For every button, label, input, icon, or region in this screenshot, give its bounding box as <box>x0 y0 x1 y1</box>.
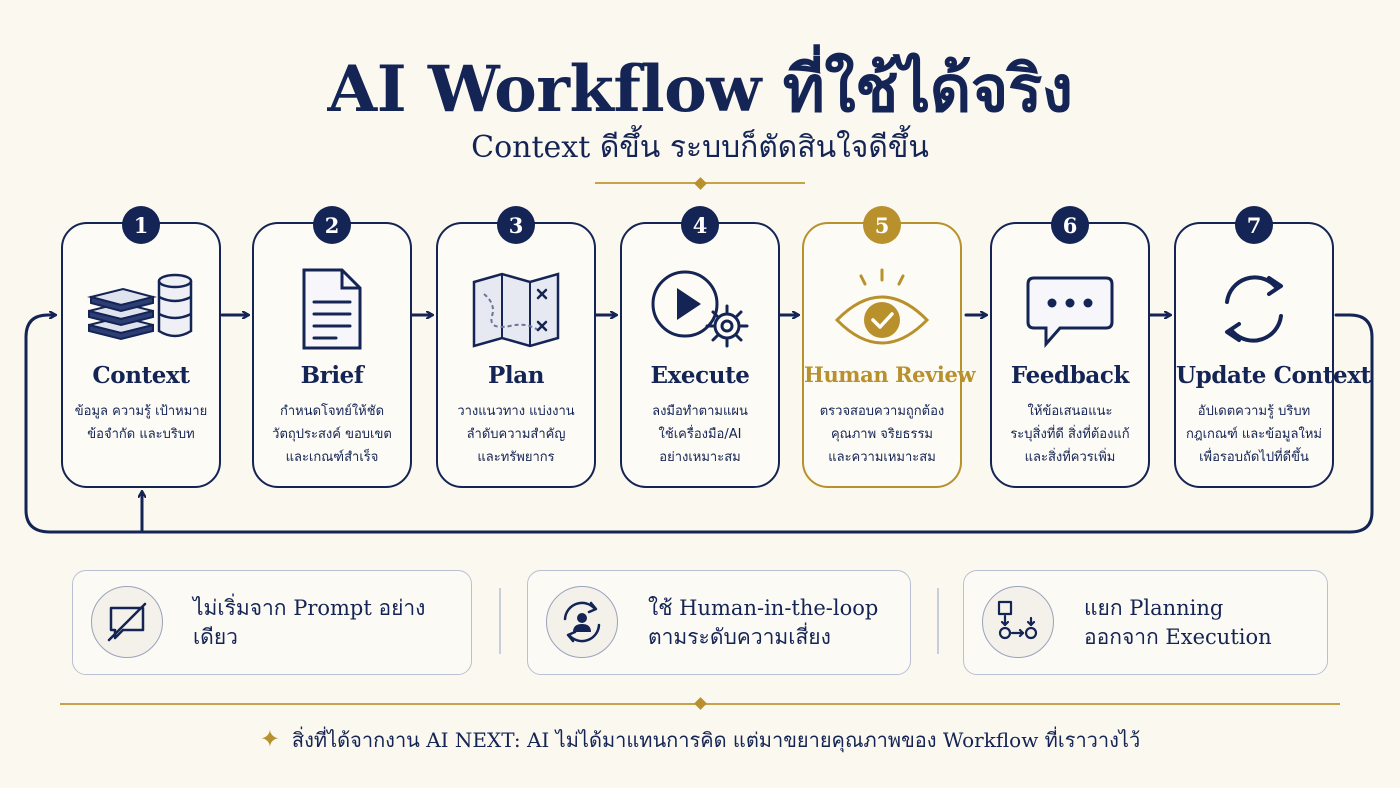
step-feedback: 6 Feedback ให้ข้อเสนอแนะ ระบุสิ่งที่ดี ส… <box>990 206 1150 488</box>
tip-line: ออกจาก Execution <box>1084 624 1272 649</box>
human-loop-icon <box>546 586 618 658</box>
tip-text: ไม่เริ่มจาก Prompt อย่างเดียว <box>193 571 461 674</box>
map-icon <box>438 254 594 364</box>
step-number-badge: 5 <box>863 206 901 244</box>
step-desc-line: และเกณฑ์สำเร็จ <box>285 450 379 465</box>
step-number-badge: 2 <box>313 206 351 244</box>
books-database-icon <box>63 254 219 364</box>
step-title: Human Review <box>804 362 976 387</box>
tip-separator <box>937 588 939 654</box>
step-title: Execute <box>650 362 750 389</box>
tip-card-prompt: ไม่เริ่มจาก Prompt อย่างเดียว <box>72 570 472 675</box>
tip-line: ไม่เริ่มจาก Prompt อย่างเดียว <box>193 595 426 649</box>
step-desc-line: กฎเกณฑ์ และข้อมูลใหม่ <box>1186 427 1322 442</box>
step-desc-line: กำหนดโจทย์ให้ชัด <box>279 404 385 419</box>
sparkle-icon: ✦ <box>259 725 280 753</box>
step-description: ตรวจสอบความถูกต้อง คุณภาพ จริยธรรม และคว… <box>808 400 956 469</box>
step-desc-line: อย่างเหมาะสม <box>659 450 741 465</box>
step-desc-line: ข้อจำกัด และบริบท <box>87 427 195 442</box>
tip-text: แยก Planning ออกจาก Execution <box>1084 571 1317 674</box>
step-desc-line: ให้ข้อเสนอแนะ <box>1027 404 1113 419</box>
chat-bubble-icon <box>992 254 1148 364</box>
step-desc-line: และสิ่งที่ควรเพิ่ม <box>1024 450 1116 465</box>
step-description: ให้ข้อเสนอแนะ ระบุสิ่งที่ดี สิ่งที่ต้องแ… <box>996 400 1144 469</box>
tip-line: ใช้ Human-in-the-loop <box>648 595 879 620</box>
step-description: วางแนวทาง แบ่งงาน ลำดับความสำคัญ และทรัพ… <box>442 400 590 469</box>
step-desc-line: ลงมือทำตามแผน <box>652 404 748 419</box>
step-brief: 2 Brief กำหนดโจทย์ให้ชัด วัตถุประสงค์ ขอ… <box>252 206 412 488</box>
play-gear-icon <box>622 254 778 364</box>
step-desc-line: วางแนวทาง แบ่งงาน <box>457 404 575 419</box>
planning-execution-icon <box>982 586 1054 658</box>
feedback-loop <box>24 315 1374 534</box>
step-plan: 3 Plan วางแนวทาง แบ่งงาน ลำดับความสำคัญ … <box>436 206 596 488</box>
page-subtitle: Context ดีขึ้น ระบบก็ตัดสินใจดีขึ้น <box>471 130 929 165</box>
step-title: Plan <box>487 362 545 389</box>
step-description: อัปเดตความรู้ บริบท กฎเกณฑ์ และข้อมูลใหม… <box>1180 400 1328 469</box>
step-desc-line: ระบุสิ่งที่ดี สิ่งที่ต้องแก้ <box>1010 427 1130 442</box>
step-context: 1 Context ข้อมูล ความรู้ เป้าหมาย ข้อจำก… <box>61 206 221 488</box>
step-desc-line: คุณภาพ จริยธรรม <box>830 427 933 442</box>
step-desc-line: ตรวจสอบความถูกต้อง <box>819 404 945 419</box>
step-number-badge: 7 <box>1235 206 1273 244</box>
step-desc-line: วัตถุประสงค์ ขอบเขต <box>272 427 392 442</box>
step-desc-line: ข้อมูล ความรู้ เป้าหมาย <box>74 404 208 419</box>
step-desc-line: และความเหมาะสม <box>828 450 936 465</box>
tip-card-human-loop: ใช้ Human-in-the-loop ตามระดับความเสี่ยง <box>527 570 911 675</box>
step-title: Feedback <box>1010 362 1130 389</box>
step-description: ลงมือทำตามแผน ใช้เครื่องมือ/AI อย่างเหมา… <box>626 400 774 469</box>
tip-text: ใช้ Human-in-the-loop ตามระดับความเสี่ยง <box>648 571 900 674</box>
step-title: Brief <box>300 362 364 389</box>
footer-note: ✦ สิ่งที่ได้จากงาน AI NEXT: AI ไม่ได้มาแท… <box>0 724 1400 756</box>
step-update-context: 7 Update Context อัปเดตความรู้ บริบท กฎเ… <box>1174 206 1371 488</box>
tip-line: ตามระดับความเสี่ยง <box>648 624 831 649</box>
step-human-review: 5 Human Review ตรวจสอบความถูกต้อง คุณภาพ… <box>802 206 976 488</box>
footer-text: สิ่งที่ได้จากงาน AI NEXT: AI ไม่ได้มาแทน… <box>291 728 1141 752</box>
step-desc-line: ใช้เครื่องมือ/AI <box>658 427 742 442</box>
step-number-badge: 1 <box>122 206 160 244</box>
step-desc-line: ลำดับความสำคัญ <box>466 427 566 442</box>
refresh-icon <box>1176 254 1332 364</box>
tip-line: แยก Planning <box>1084 595 1224 620</box>
step-desc-line: อัปเดตความรู้ บริบท <box>1197 404 1311 419</box>
step-execute: 4 Execute ลงมือทำตามแผน ใช้เครื่องมือ/AI… <box>620 206 780 488</box>
step-number-badge: 4 <box>681 206 719 244</box>
document-icon <box>254 254 410 364</box>
tip-separator <box>499 588 501 654</box>
page-title: AI Workflow ที่ใช้ได้จริง <box>327 52 1073 127</box>
step-description: กำหนดโจทย์ให้ชัด วัตถุประสงค์ ขอบเขต และ… <box>258 400 406 469</box>
step-title: Context <box>92 362 190 389</box>
tip-card-planning: แยก Planning ออกจาก Execution <box>963 570 1328 675</box>
no-chat-icon <box>91 586 163 658</box>
step-desc-line: และทรัพยากร <box>477 450 555 465</box>
step-desc-line: เพื่อรอบถัดไปที่ดีขึ้น <box>1199 450 1309 465</box>
step-number-badge: 6 <box>1051 206 1089 244</box>
step-title: Update Context <box>1176 362 1371 389</box>
step-number-badge: 3 <box>497 206 535 244</box>
step-description: ข้อมูล ความรู้ เป้าหมาย ข้อจำกัด และบริบ… <box>67 400 215 446</box>
eye-check-icon <box>804 254 960 364</box>
